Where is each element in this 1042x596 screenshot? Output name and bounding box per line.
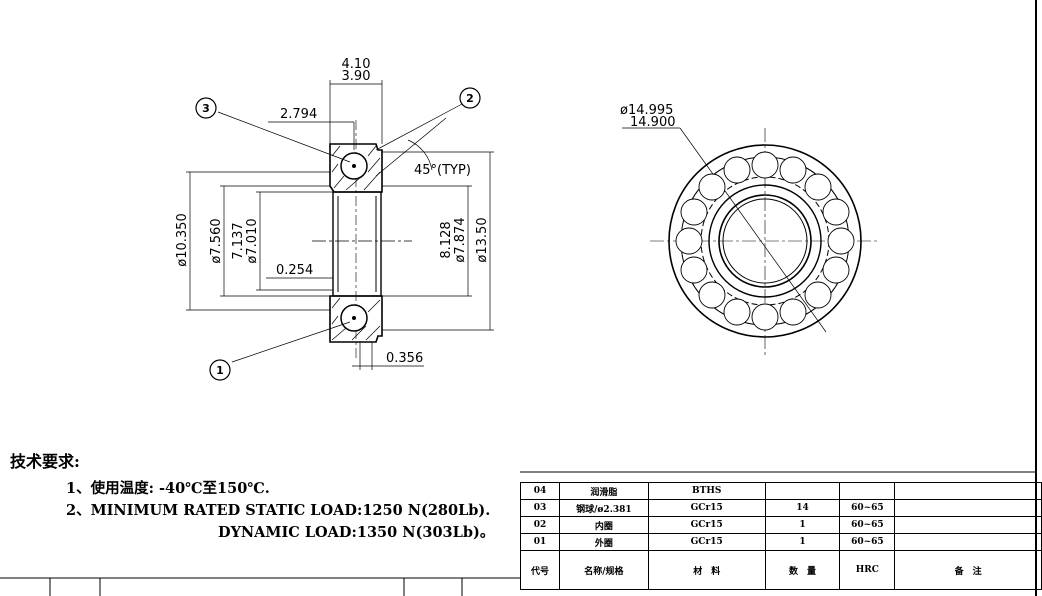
bom-qty (764, 482, 841, 500)
balloon-3: 3 (195, 97, 217, 119)
dim-bore-upper: 7.137 (231, 222, 246, 259)
bom-code: 02 (520, 516, 560, 534)
dim-chamfer: 0.254 (276, 263, 313, 278)
bom-material: BTHS (647, 482, 766, 500)
table-header-row: 代号 名称/规格 材 料 数 量 HRC 备 注 (520, 550, 1042, 590)
note-static-load: 2、MINIMUM RATED STATIC LOAD:1250 N(280Lb… (66, 502, 491, 519)
bom-qty: 1 (764, 533, 841, 551)
bom-code: 04 (520, 482, 560, 500)
bom-hrc: 60~65 (839, 499, 896, 517)
balloon-2: 2 (459, 87, 481, 109)
balloon-3-label: 3 (202, 102, 210, 115)
note-dynamic-load: DYNAMIC LOAD:1350 N(303Lb)。 (218, 524, 495, 541)
bom-header-code: 代号 (520, 550, 560, 590)
dim-inner-lower: ø7.874 (453, 217, 468, 262)
bom-name: 外圈 (558, 533, 649, 551)
bom-header-material: 材 料 (647, 550, 766, 590)
bom-name: 内圈 (558, 516, 649, 534)
dim-ball-offset: 2.794 (280, 107, 317, 122)
bom-remark (894, 516, 1042, 534)
bom-header-hrc: HRC (839, 550, 896, 590)
bom-hrc: 60~65 (839, 516, 896, 534)
bom-header-name: 名称/规格 (558, 550, 649, 590)
section-dimension-lines (186, 80, 494, 370)
technical-requirements: 技术要求: 1、使用温度: -40℃至150℃. 2、MINIMUM RATED… (10, 448, 495, 544)
bom-remark (894, 499, 1042, 517)
dim-outer-diameter: ø10.350 (175, 213, 190, 266)
ball-circle (675, 151, 855, 331)
notes-title: 技术要求: (10, 452, 80, 471)
dim-bore-lower: ø7.010 (245, 218, 260, 263)
dim-gap: 0.356 (386, 351, 423, 366)
table-row: 03 钢球/ø2.381 GCr15 14 60~65 (520, 499, 1042, 517)
bom-material: GCr15 (647, 516, 766, 534)
bom-code: 01 (520, 533, 560, 551)
bom-table: 04 润滑脂 BTHS 03 钢球/ø2.381 GCr15 14 60~65 … (520, 482, 1042, 590)
balloon-2-label: 2 (466, 92, 474, 105)
dim-width-lower: 3.90 (342, 69, 371, 84)
dim-angle: 45°(TYP) (414, 163, 471, 178)
bom-code: 03 (520, 499, 560, 517)
bom-hrc (839, 482, 896, 500)
bom-name: 钢球/ø2.381 (558, 499, 649, 517)
dim-pcd-lower: 14.900 (630, 115, 676, 130)
bom-material: GCr15 (647, 533, 766, 551)
bom-remark (894, 482, 1042, 500)
table-row: 02 内圈 GCr15 1 60~65 (520, 516, 1042, 534)
table-row: 01 外圈 GCr15 1 60~65 (520, 533, 1042, 551)
bom-name: 润滑脂 (558, 482, 649, 500)
dim-shoulder-diameter: ø7.560 (209, 218, 224, 263)
bom-qty: 14 (764, 499, 841, 517)
bom-remark (894, 533, 1042, 551)
section-view (312, 120, 412, 360)
dim-flange-diameter: ø13.50 (475, 217, 490, 262)
dim-inner-upper: 8.128 (439, 221, 454, 258)
dim-width-upper: 4.10 (342, 57, 371, 72)
bom-material: GCr15 (647, 499, 766, 517)
bom-header-remark: 备 注 (894, 550, 1042, 590)
note-temperature: 1、使用温度: -40℃至150℃. (66, 480, 270, 497)
bom-qty: 1 (764, 516, 841, 534)
balloon-1: 1 (209, 359, 231, 381)
balloon-1-label: 1 (216, 364, 224, 377)
bom-header-qty: 数 量 (764, 550, 841, 590)
dim-pcd-upper: ø14.995 (620, 103, 673, 118)
table-row: 04 润滑脂 BTHS (520, 482, 1042, 500)
bom-hrc: 60~65 (839, 533, 896, 551)
